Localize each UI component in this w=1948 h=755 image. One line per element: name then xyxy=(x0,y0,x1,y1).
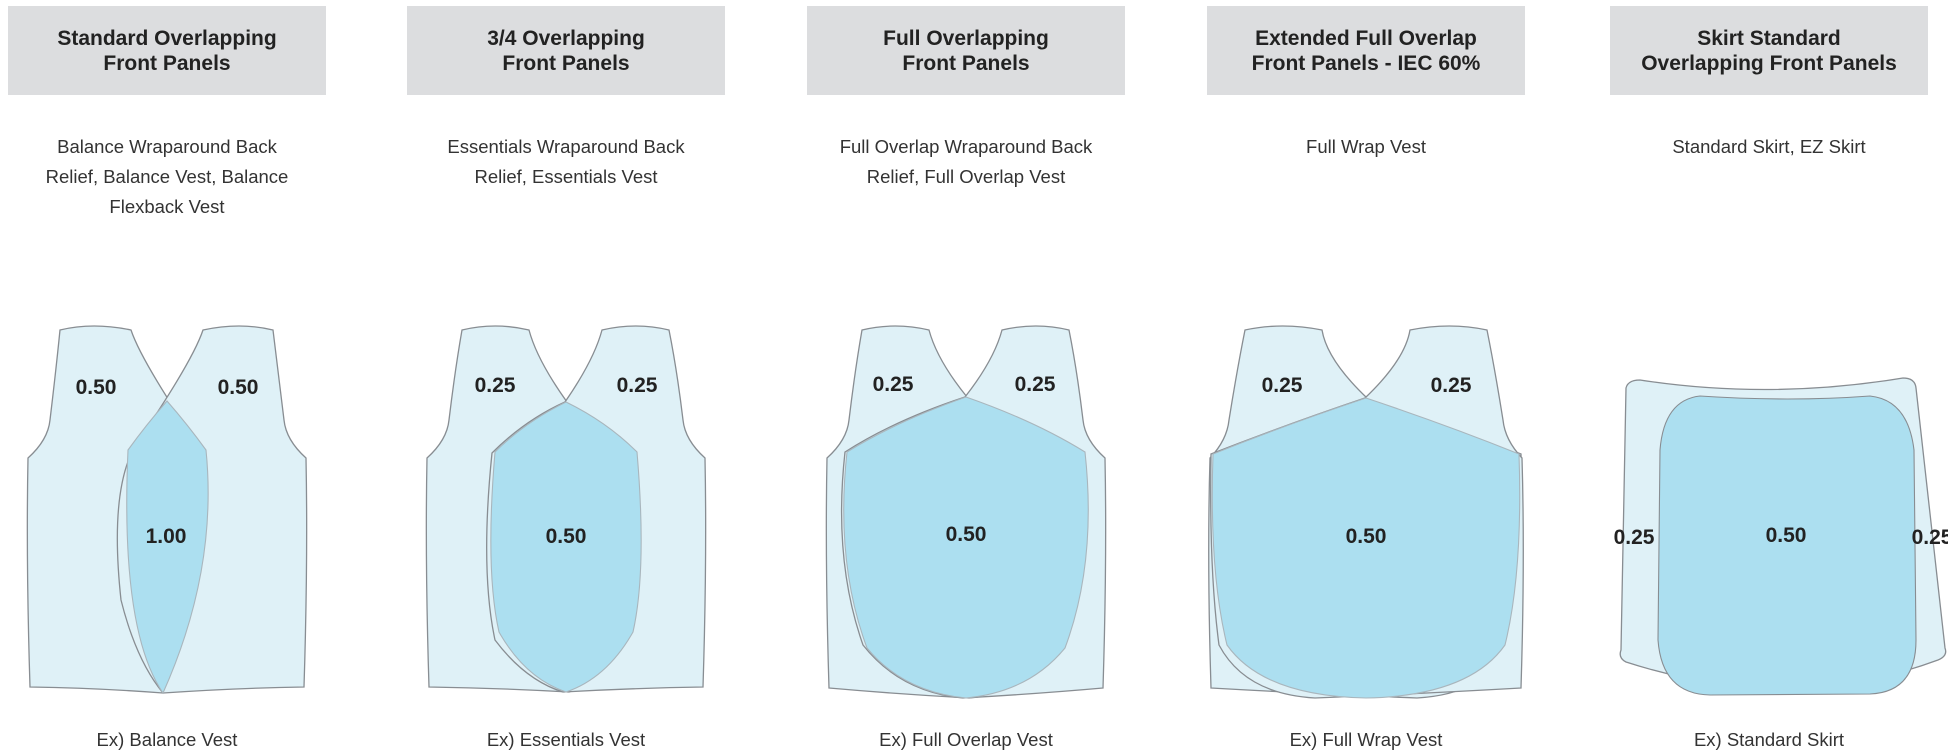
header-line: Extended Full Overlap xyxy=(1255,26,1477,50)
right-panel-value: 0.25 xyxy=(1015,373,1056,396)
skirt-panel-diagram: 0.25 0.25 0.50 xyxy=(1614,377,1948,696)
example-caption: Ex) Standard Skirt xyxy=(1693,729,1845,750)
header-line: Full Overlapping xyxy=(883,26,1049,50)
column-full-overlapping: Full Overlapping Front Panels Full Overl… xyxy=(807,0,1125,755)
overlap-value: 0.50 xyxy=(1346,525,1387,548)
product-list: Balance Wraparound Back Relief, Balance … xyxy=(8,132,326,222)
product-line: Balance Wraparound Back xyxy=(57,136,277,157)
left-panel-value: 0.25 xyxy=(873,373,914,396)
right-panel-value: 0.50 xyxy=(218,376,259,399)
column-skirt-standard-overlapping: Skirt Standard Overlapping Front Panels … xyxy=(1610,0,1948,755)
right-panel-value: 0.25 xyxy=(1912,526,1948,549)
overlap-region xyxy=(843,396,1089,699)
header-line: Skirt Standard xyxy=(1697,26,1841,50)
header-line: Standard Overlapping xyxy=(57,26,277,50)
product-line: Full Wrap Vest xyxy=(1306,136,1426,157)
column-header: Standard Overlapping Front Panels xyxy=(8,6,326,95)
overlap-value: 1.00 xyxy=(146,525,187,548)
header-line: Front Panels - IEC 60% xyxy=(1251,51,1481,75)
vest-panel-diagram: 0.25 0.25 0.50 xyxy=(425,325,707,693)
column-three-quarter-overlapping: 3/4 Overlapping Front Panels Essentials … xyxy=(407,0,725,755)
product-line: Relief, Essentials Vest xyxy=(474,166,658,187)
header-line: 3/4 Overlapping xyxy=(487,26,645,50)
product-list: Full Wrap Vest xyxy=(1207,132,1525,162)
header-line: Front Panels xyxy=(103,51,231,75)
example-caption: Ex) Essentials Vest xyxy=(486,729,646,750)
product-list: Full Overlap Wraparound Back Relief, Ful… xyxy=(807,132,1125,192)
vest-panel-diagram: 0.50 0.50 1.00 xyxy=(26,325,308,695)
left-panel-value: 0.50 xyxy=(76,376,117,399)
right-panel-value: 0.25 xyxy=(1431,374,1472,397)
left-panel-value: 0.25 xyxy=(475,374,516,397)
product-list: Essentials Wraparound Back Relief, Essen… xyxy=(407,132,725,192)
overlap-region xyxy=(490,401,642,693)
product-list: Standard Skirt, EZ Skirt xyxy=(1610,132,1928,162)
column-extended-full-overlap: Extended Full Overlap Front Panels - IEC… xyxy=(1207,0,1525,755)
column-standard-overlapping: Standard Overlapping Front Panels Balanc… xyxy=(8,0,326,755)
header-line: Overlapping Front Panels xyxy=(1641,51,1897,75)
overlap-value: 0.50 xyxy=(1766,524,1807,547)
column-header: Skirt Standard Overlapping Front Panels xyxy=(1610,6,1928,95)
column-header: 3/4 Overlapping Front Panels xyxy=(407,6,725,95)
example-caption: Ex) Balance Vest xyxy=(96,729,238,750)
vest-panel-diagram: 0.25 0.25 0.50 xyxy=(825,325,1107,699)
overlap-region xyxy=(1211,397,1521,699)
product-line: Flexback Vest xyxy=(109,196,225,217)
right-panel-value: 0.25 xyxy=(617,374,658,397)
vest-panel-diagram: 0.25 0.25 0.50 xyxy=(1208,325,1524,699)
product-line: Relief, Balance Vest, Balance xyxy=(45,166,289,187)
product-line: Relief, Full Overlap Vest xyxy=(866,166,1066,187)
overlap-region xyxy=(126,400,209,695)
left-panel-value: 0.25 xyxy=(1262,374,1303,397)
overlap-value: 0.50 xyxy=(946,523,987,546)
product-line: Essentials Wraparound Back xyxy=(447,136,685,157)
header-line: Front Panels xyxy=(502,51,630,75)
header-line: Front Panels xyxy=(902,51,1030,75)
left-panel-value: 0.25 xyxy=(1614,526,1655,549)
skirt-front-overlap xyxy=(1657,395,1917,696)
product-line: Standard Skirt, EZ Skirt xyxy=(1672,136,1866,157)
example-caption: Ex) Full Overlap Vest xyxy=(879,729,1053,750)
product-line: Full Overlap Wraparound Back xyxy=(839,136,1093,157)
column-header: Extended Full Overlap Front Panels - IEC… xyxy=(1207,6,1525,95)
overlap-value: 0.50 xyxy=(546,525,587,548)
column-header: Full Overlapping Front Panels xyxy=(807,6,1125,95)
example-caption: Ex) Full Wrap Vest xyxy=(1289,729,1443,750)
